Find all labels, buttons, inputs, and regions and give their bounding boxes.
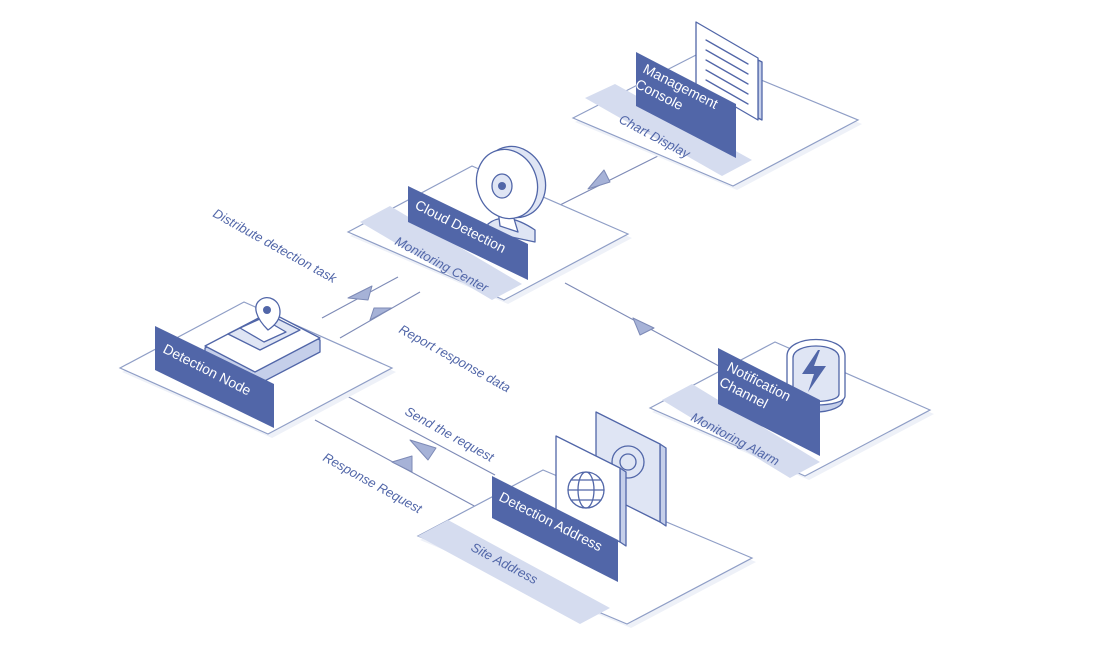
distribute-task-label: Distribute detection task bbox=[211, 206, 341, 287]
send-request-line bbox=[344, 394, 496, 476]
subtitle-strip bbox=[360, 206, 522, 300]
arrow-response-request bbox=[391, 455, 413, 473]
report-data-label: Report response data bbox=[397, 322, 514, 396]
title-label bbox=[718, 348, 820, 456]
subtitle-strip bbox=[662, 384, 820, 478]
arrow-cloud-to-notification bbox=[632, 317, 655, 336]
document-server-icon bbox=[695, 21, 763, 121]
webcam-icon bbox=[475, 145, 547, 243]
title-label bbox=[636, 52, 736, 158]
arrow-send-request bbox=[409, 439, 437, 461]
send-request-label: Send the request bbox=[403, 404, 498, 466]
subtitle-strip bbox=[418, 520, 610, 624]
arrow-distribute-task bbox=[347, 285, 373, 301]
subtitle-strip bbox=[585, 84, 752, 176]
notification-channel-node: Monitoring Alarm Notification Channel bbox=[648, 338, 934, 480]
title-label bbox=[155, 326, 274, 428]
management-console-node: Chart Display Management Console bbox=[571, 21, 862, 190]
console-to-cloud-line bbox=[559, 154, 661, 206]
detection-node: Detection Node bbox=[118, 297, 396, 438]
globe-panel-icon bbox=[555, 411, 667, 547]
arrow-console-to-cloud bbox=[587, 169, 611, 190]
title-label bbox=[408, 186, 528, 280]
title-label bbox=[492, 476, 618, 582]
arrow-report-data bbox=[369, 307, 393, 321]
cloud-detection-node: Monitoring Center Cloud Detection bbox=[346, 145, 632, 304]
